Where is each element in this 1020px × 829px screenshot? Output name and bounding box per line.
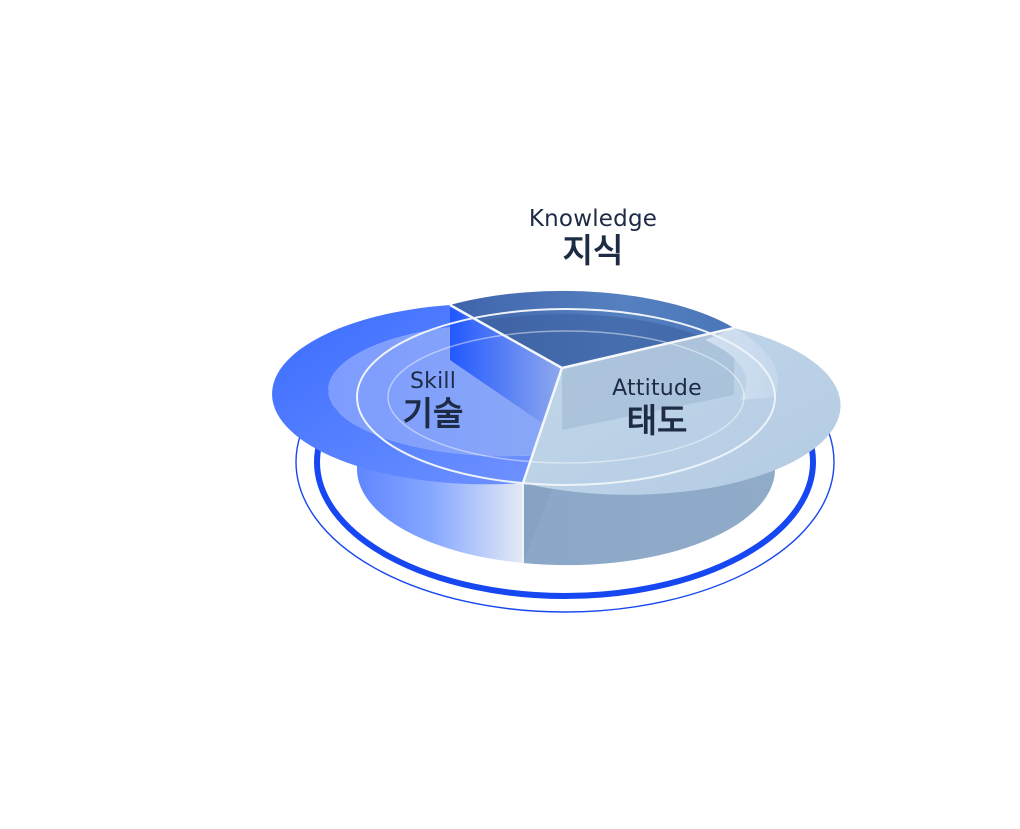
divider-skill-attitude [521,367,564,484]
divider-knowledge-skill [449,303,563,370]
skill-inner-wall [450,305,562,425]
attitude-label-en: Attitude [612,376,702,401]
attitude-rim-highlight [705,328,779,400]
knowledge-slice-inner [472,314,704,368]
knowledge-label-en: Knowledge [528,206,658,232]
knowledge-label: Knowledge 지식 [503,207,683,269]
skill-label-ko: 기술 [402,394,464,434]
attitude-side-shade [523,470,560,563]
attitude-inner-wall [562,328,734,430]
top-face-outline [356,308,776,486]
divider-knowledge-attitude [561,326,735,370]
knowledge-label-ko: 지식 [562,231,624,271]
skill-slice-rim [272,305,540,485]
attitude-label: Attitude 태도 [582,377,732,439]
skill-label-en: Skill [409,369,457,394]
top-inner-ring [387,330,745,464]
skill-label: Skill 기술 [378,370,488,432]
attitude-label-ko: 태도 [626,401,688,441]
